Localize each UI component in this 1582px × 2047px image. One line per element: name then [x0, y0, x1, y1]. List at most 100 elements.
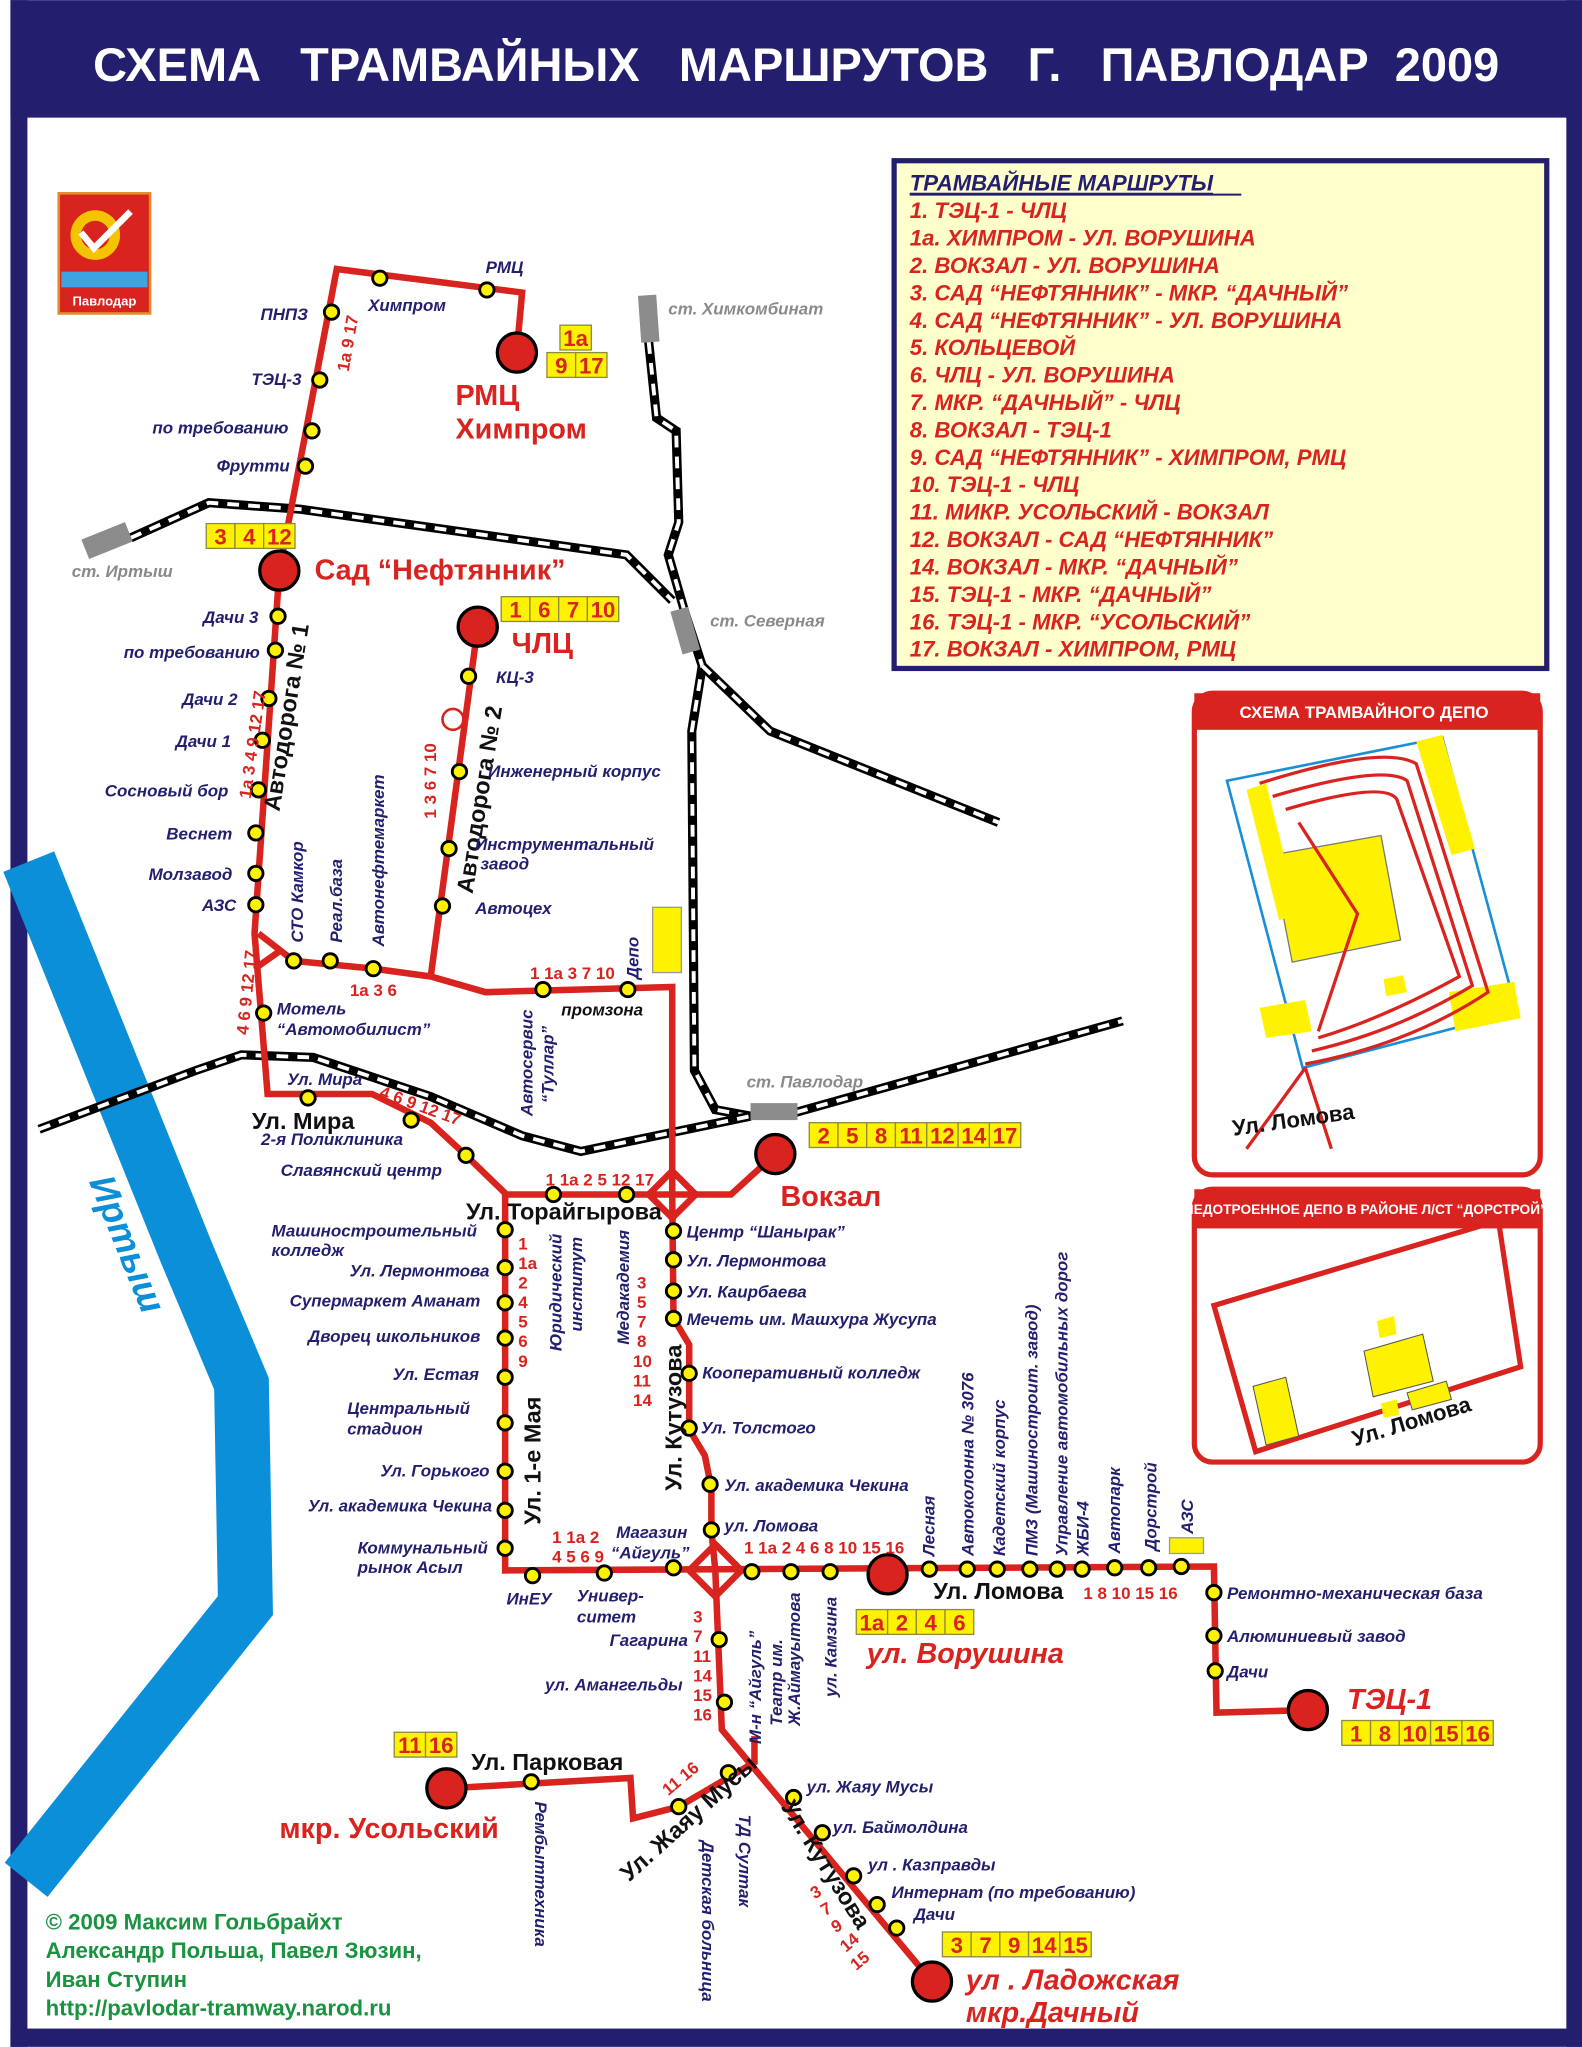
route-numbers: 15 [693, 1686, 712, 1705]
stop-marker[interactable] [544, 1185, 563, 1204]
stop-marker[interactable] [595, 1564, 613, 1582]
terminal-usolsky[interactable] [425, 1767, 468, 1810]
stop-label: Кадетский корпус [990, 1399, 1009, 1556]
stop-marker[interactable] [364, 960, 382, 978]
stop-marker[interactable] [496, 1258, 514, 1277]
stop-marker[interactable] [664, 1309, 683, 1328]
route-badge-number: 15 [1063, 1933, 1088, 1958]
route-badge [894, 1122, 928, 1149]
route-numbers: 9 [518, 1352, 527, 1371]
stop-marker[interactable] [920, 1560, 938, 1578]
stop-marker[interactable] [845, 1867, 863, 1885]
stop-marker[interactable] [988, 1560, 1006, 1578]
terminal-sad[interactable] [258, 549, 301, 592]
stop-marker[interactable] [1205, 1583, 1223, 1602]
route-numbers: 1 1а 2 [552, 1528, 599, 1547]
stop-marker[interactable] [523, 1567, 542, 1585]
stop-marker[interactable] [457, 1146, 475, 1164]
stop-marker[interactable] [299, 1089, 317, 1107]
stop-marker[interactable] [253, 731, 271, 749]
stop-marker[interactable] [402, 1111, 420, 1129]
stop-label: Ул. Толстого [701, 1418, 816, 1437]
stop-marker[interactable] [255, 1004, 273, 1022]
stop-marker[interactable] [784, 1788, 803, 1807]
stop-marker[interactable] [247, 864, 265, 883]
stop-marker[interactable] [958, 1560, 976, 1578]
stop-label: Рембыттехника [531, 1801, 550, 1946]
stop-marker[interactable] [260, 689, 278, 708]
stop-marker[interactable] [496, 1329, 514, 1347]
stop-marker[interactable] [266, 641, 285, 659]
stop-marker[interactable] [249, 781, 268, 799]
stop-marker[interactable] [322, 303, 341, 321]
terminal-rmc[interactable] [495, 331, 539, 374]
stop-marker[interactable] [782, 1563, 800, 1581]
stop-marker[interactable] [702, 1521, 720, 1539]
stop-marker[interactable] [496, 1414, 514, 1432]
stop-marker[interactable] [1205, 1627, 1223, 1645]
stop-marker[interactable] [680, 1419, 698, 1437]
stop-label: Ул. Лермонтова [350, 1262, 490, 1281]
stop-marker[interactable] [1021, 1560, 1039, 1578]
stop-label: Автонефтемаркет [369, 774, 388, 947]
stop-marker[interactable] [670, 1798, 688, 1816]
stop-marker[interactable] [888, 1919, 906, 1937]
stop-marker[interactable] [1048, 1560, 1066, 1578]
stop-marker[interactable] [1106, 1559, 1124, 1577]
terminal-label-tec1: ТЭЦ-1 [1347, 1684, 1432, 1716]
stop-marker[interactable] [701, 1475, 719, 1493]
stop-marker[interactable] [743, 1563, 761, 1581]
terminal-vorushina[interactable] [866, 1553, 909, 1596]
frame-bottom [10, 2028, 1582, 2047]
stop-marker[interactable] [710, 1630, 728, 1649]
legend-route: 15. ТЭЦ-1 - МКР. “ДАЧНЫЙ” [910, 581, 1213, 607]
stop-marker[interactable] [496, 1539, 514, 1557]
stop-marker[interactable] [1206, 1662, 1224, 1680]
street-label: Ул. Мира [252, 1108, 355, 1134]
legend-route: 12. ВОКЗАЛ - САД “НЕФТЯННИК” [910, 527, 1274, 552]
legend-route: 1а. ХИМПРОМ - УЛ. ВОРУШИНА [910, 226, 1256, 251]
terminal-chlc[interactable] [456, 605, 499, 648]
stop-marker[interactable] [371, 269, 389, 287]
stop-marker[interactable] [296, 457, 315, 475]
stop-marker[interactable] [440, 839, 458, 858]
stop-marker[interactable] [664, 1282, 683, 1300]
stop-marker[interactable] [1172, 1557, 1190, 1576]
credits-link[interactable]: http://pavlodar-tramway.narod.ru [46, 1996, 392, 2021]
stop-marker[interactable] [868, 1895, 886, 1914]
terminal-tec1[interactable] [1286, 1688, 1330, 1732]
stop-marker[interactable] [617, 1185, 636, 1204]
stop-marker[interactable] [813, 1824, 831, 1842]
stop-marker[interactable] [459, 667, 478, 685]
stop-marker[interactable] [715, 1693, 734, 1711]
stop-marker[interactable] [496, 1501, 514, 1519]
stop-marker[interactable] [269, 607, 287, 625]
stop-marker[interactable] [496, 1294, 514, 1312]
stop-marker[interactable] [522, 1773, 540, 1791]
stop-marker[interactable] [719, 1764, 737, 1782]
stop-marker[interactable] [680, 1364, 698, 1382]
stop-marker[interactable] [664, 1222, 683, 1240]
stop-marker[interactable] [285, 952, 303, 970]
terminal-vokzal[interactable] [754, 1132, 797, 1176]
stop-marker[interactable] [450, 762, 469, 781]
stop-marker[interactable] [534, 980, 552, 999]
stop-marker[interactable] [247, 896, 265, 914]
stop-marker[interactable] [311, 371, 329, 389]
stop-marker[interactable] [664, 1251, 683, 1269]
stop-marker[interactable] [303, 422, 321, 440]
stop-marker[interactable] [478, 281, 496, 299]
terminal-label-khimprom: Химпром [456, 414, 587, 446]
stop-marker[interactable] [496, 1462, 514, 1480]
stop-marker[interactable] [433, 897, 452, 915]
stop-marker[interactable] [496, 1221, 514, 1239]
stop-marker[interactable] [619, 980, 637, 999]
stop-marker[interactable] [496, 1368, 514, 1386]
stop-marker[interactable] [1140, 1559, 1158, 1577]
terminal-ladozhskaya[interactable] [910, 1960, 954, 2003]
stop-marker[interactable] [1073, 1560, 1091, 1578]
stop-marker[interactable] [321, 952, 339, 970]
stop-marker[interactable] [664, 1559, 683, 1577]
stop-marker[interactable] [247, 824, 265, 842]
stop-marker[interactable] [821, 1563, 839, 1581]
